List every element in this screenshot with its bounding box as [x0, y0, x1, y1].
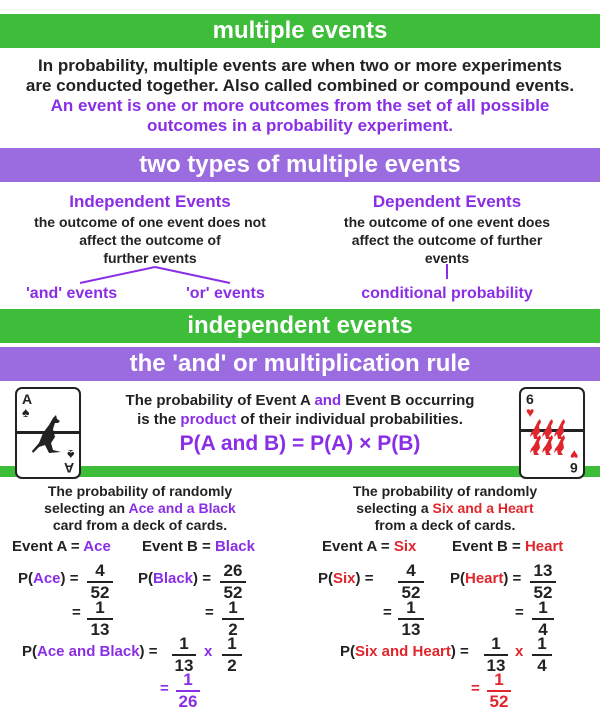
- ex2-p-both: P(Six and Heart) =: [340, 643, 469, 660]
- dependent-desc-line-2: affect the outcome of further: [351, 232, 543, 248]
- ex2-event-b: Event B = Heart: [452, 538, 564, 555]
- ex2-p-six: P(Six) =: [318, 570, 374, 587]
- multiplication-rule-formula: P(A and B) = P(A) × P(B): [179, 432, 421, 455]
- ex2-times: x: [515, 643, 524, 660]
- independent-desc-line-1: the outcome of one event does not: [34, 214, 266, 230]
- card-rank-bottom: A: [63, 460, 74, 476]
- ex2-p-heart: P(Heart) =: [450, 570, 522, 587]
- dependent-desc-line-3: events: [424, 250, 470, 266]
- intro-line-1: In probability, multiple events are when…: [38, 56, 562, 75]
- banner-multiple-events: multiple events: [0, 14, 600, 48]
- ex2-event-a: Event A = Six: [322, 538, 417, 555]
- banner-and-rule: the 'and' or multiplication rule: [0, 347, 600, 381]
- dependent-desc-line-1: the outcome of one event does: [343, 214, 551, 230]
- conditional-probability-label: conditional probability: [361, 285, 533, 302]
- card-stripe: [521, 429, 583, 432]
- ex2-desc-line-3: from a deck of cards.: [374, 517, 516, 533]
- spade-icon: ♠: [22, 404, 30, 420]
- event-definition-line-2: outcomes in a probability experiment.: [146, 116, 454, 135]
- ex2-desc-line-2: selecting a Six and a Heart: [356, 500, 534, 516]
- six-of-hearts-card: 6 ♥ ♥ 6: [519, 387, 585, 479]
- example-six-heart-description: The probability of randomly selecting a …: [300, 483, 590, 534]
- ex1-eq-sign-2: =: [205, 604, 214, 621]
- dependent-events-section: Dependent Events the outcome of one even…: [297, 192, 597, 267]
- kangaroos-icon: [530, 419, 565, 455]
- rule-line-2: is the product of their individual proba…: [137, 411, 463, 428]
- ex1-p-ace: P(Ace) =: [18, 570, 79, 587]
- kangaroo-icon: [32, 415, 61, 453]
- heart-icon: ♥: [526, 404, 535, 420]
- or-events-label: 'or' events: [186, 285, 265, 302]
- rule-description: The probability of Event A and Event B o…: [82, 391, 518, 429]
- banner-independent-events: independent events: [0, 309, 600, 343]
- ex2-eq-sign-2: =: [515, 604, 524, 621]
- ex1-desc-line-2: selecting an Ace and a Black: [44, 500, 236, 516]
- independent-events-title: Independent Events: [69, 192, 231, 211]
- ace-of-spades-card: A ♠ ♠ A: [15, 387, 81, 479]
- section-divider: [0, 466, 600, 477]
- ex1-times: x: [204, 643, 213, 660]
- banner-two-types: two types of multiple events: [0, 148, 600, 182]
- dependent-events-title: Dependent Events: [372, 192, 522, 211]
- ex1-eq-sign: =: [72, 604, 81, 621]
- ex1-p-black: P(Black) =: [138, 570, 211, 587]
- ex1-desc-line-3: card from a deck of cards.: [52, 517, 228, 533]
- ex2-result-eq: =: [471, 680, 480, 697]
- and-events-label: 'and' events: [26, 285, 118, 302]
- independent-desc-line-3: further events: [103, 250, 197, 266]
- intro-line-2: are conducted together. Also called comb…: [25, 76, 575, 95]
- event-definition-line-1: An event is one or more outcomes from th…: [50, 96, 550, 115]
- card-rank-top: 6: [526, 391, 534, 407]
- ex1-event-a: Event A = Ace: [12, 538, 111, 555]
- ex2-desc-line-1: The probability of randomly: [352, 483, 538, 499]
- ex1-desc-line-1: The probability of randomly: [47, 483, 233, 499]
- ex2-eq-sign: =: [383, 604, 392, 621]
- independent-desc-line-2: affect the outcome of: [79, 232, 221, 248]
- card-rank-top: A: [22, 391, 33, 407]
- ex1-event-b: Event B = Black: [142, 538, 255, 555]
- ex1-result-eq: =: [160, 680, 169, 697]
- rule-line-1: The probability of Event A and Event B o…: [125, 392, 475, 409]
- ex1-p-both: P(Ace and Black) =: [22, 643, 158, 660]
- card-rank-bottom: 6: [570, 460, 578, 476]
- independent-events-section: Independent Events the outcome of one ev…: [0, 192, 300, 267]
- intro-text: In probability, multiple events are when…: [0, 56, 600, 136]
- example-ace-black-description: The probability of randomly selecting an…: [0, 483, 280, 534]
